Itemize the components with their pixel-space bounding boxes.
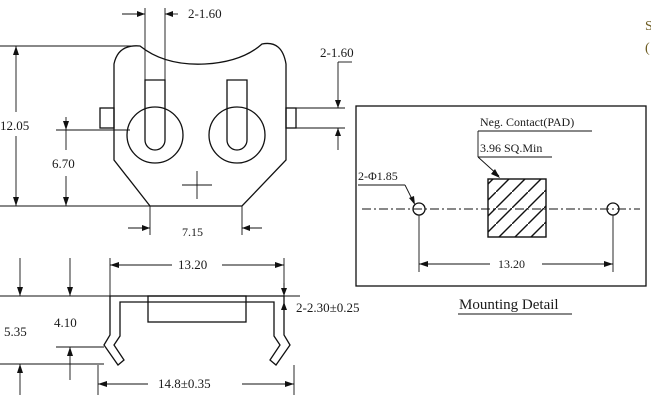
dim-hole-spacing: 13.20	[498, 257, 525, 271]
side-view: 13.20 5.35 4.10 2-2.30±0.25 14.8±0.35	[0, 257, 359, 395]
right-slot	[226, 79, 248, 151]
dim-height-total: 12.05	[0, 118, 29, 133]
dim-side-tab: 2-1.60	[320, 45, 354, 60]
negative-contact-pad	[487, 178, 547, 238]
edge-glyph-1: S	[645, 19, 651, 34]
dim-bottom-width: 7.15	[182, 225, 203, 239]
pad-size: 3.96 SQ.Min	[480, 141, 542, 155]
mounting-detail-frame	[355, 105, 647, 287]
dim-left-inner: 4.10	[54, 315, 77, 330]
dim-contact: 2-2.30±0.25	[296, 300, 359, 315]
dim-bottom-span: 14.8±0.35	[158, 376, 211, 391]
dim-left-outer: 5.35	[4, 324, 27, 339]
pad-label: Neg. Contact(PAD)	[480, 115, 574, 129]
hole-label: 2-Φ1.85	[358, 169, 398, 183]
dim-top-width: 13.20	[178, 257, 207, 272]
top-view: 2-1.60 2-1.60 12.05 6.70 7.15	[0, 6, 354, 239]
holder-outline	[113, 42, 287, 207]
left-slot	[144, 79, 166, 151]
dim-contact-tolerance: ±0.25	[330, 300, 360, 315]
dim-slot-width: 2-1.60	[188, 6, 222, 21]
dim-bottom-tolerance: ±0.35	[181, 376, 211, 391]
right-contact-ring	[208, 106, 266, 164]
mounting-detail: Neg. Contact(PAD) 3.96 SQ.Min 2-Φ1.85 13…	[355, 105, 647, 315]
side-body	[103, 295, 291, 366]
right-side-tab	[285, 107, 297, 129]
left-contact-ring	[126, 106, 184, 164]
edge-glyph-2: (	[645, 41, 650, 56]
left-side-tab	[99, 107, 115, 129]
side-center-block	[147, 295, 247, 323]
dim-height-center: 6.70	[52, 156, 75, 171]
mounting-detail-caption: Mounting Detail	[459, 297, 559, 313]
